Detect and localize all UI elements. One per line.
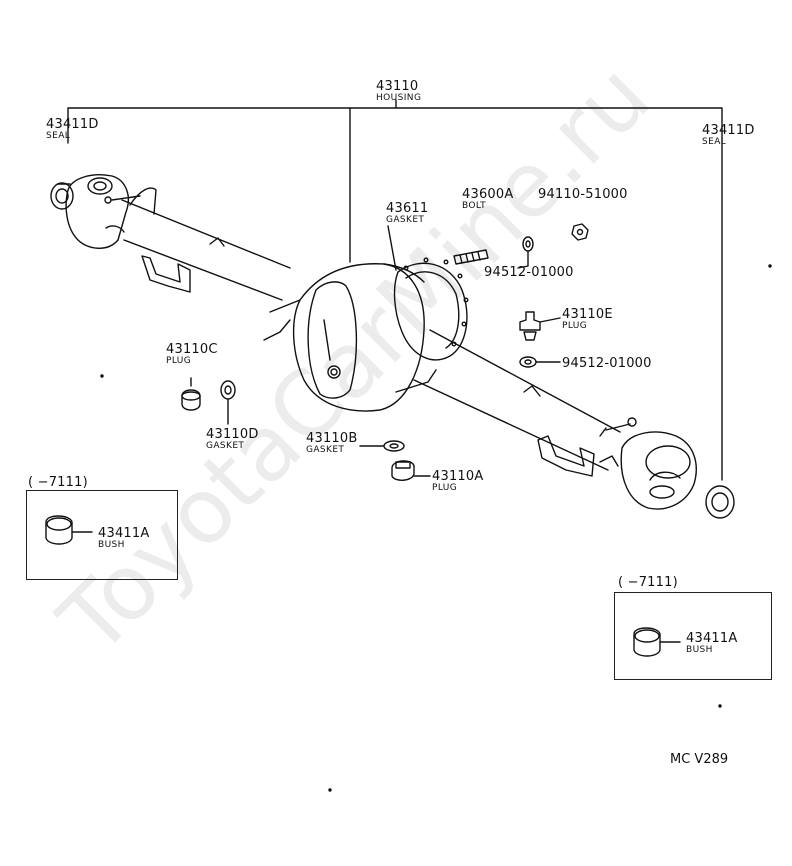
gasket-d-part-number: 43110D [206, 427, 259, 442]
inset-right-bush-part-name: BUSH [686, 645, 713, 655]
plug-e-part-name: PLUG [562, 321, 588, 331]
cover-gasket [387, 225, 469, 361]
gasket-d [220, 380, 236, 425]
diagram-code: MC V289 [670, 752, 729, 767]
gasket-b-part-number: 43110B [306, 431, 358, 446]
nut [571, 223, 589, 241]
inset-left-bush [45, 515, 93, 545]
bolt-part-name: BOLT [462, 201, 486, 211]
washer-bottom-part-number: 94512-01000 [562, 356, 652, 371]
plug-e [519, 311, 561, 341]
inset-right-bush [633, 627, 681, 657]
inset-right-range: ( −7111) [618, 575, 678, 590]
washer-bottom [519, 356, 561, 368]
seal-left-part-number: 43411D [46, 117, 99, 132]
plug-c [181, 377, 201, 411]
housing-part-name: HOUSING [376, 93, 422, 103]
inset-right-box [614, 592, 772, 680]
left-seal [50, 182, 74, 210]
axle-housing [65, 174, 697, 510]
right-seal [705, 485, 735, 519]
gasket-d-part-name: GASKET [206, 441, 245, 451]
plug-e-part-number: 43110E [562, 307, 613, 322]
housing-part-number: 43110 [376, 79, 419, 94]
gasket-b [359, 440, 405, 452]
cover-gasket-part-name: GASKET [386, 215, 425, 225]
cover-gasket-part-number: 43611 [386, 201, 429, 216]
stud-bolt [453, 249, 489, 265]
inset-left-box [26, 490, 178, 580]
gasket-b-part-name: GASKET [306, 445, 345, 455]
washer-top-part-number: 94512-01000 [484, 265, 574, 280]
inset-left-bush-part-number: 43411A [98, 526, 150, 541]
inset-left-range: ( −7111) [28, 475, 88, 490]
plug-c-part-number: 43110C [166, 342, 218, 357]
washer-top [517, 236, 534, 269]
seal-right-part-name: SEAL [702, 137, 727, 147]
plug-a-part-number: 43110A [432, 469, 484, 484]
plug-a [391, 460, 431, 481]
plug-c-part-name: PLUG [166, 356, 192, 366]
seal-left-part-name: SEAL [46, 131, 71, 141]
nut-part-number: 94110-51000 [538, 187, 628, 202]
seal-right-part-number: 43411D [702, 123, 755, 138]
bolt-part-number: 43600A [462, 187, 514, 202]
inset-right-bush-part-number: 43411A [686, 631, 738, 646]
inset-left-bush-part-name: BUSH [98, 540, 125, 550]
housing-leader-lines [67, 99, 723, 481]
plug-a-part-name: PLUG [432, 483, 458, 493]
